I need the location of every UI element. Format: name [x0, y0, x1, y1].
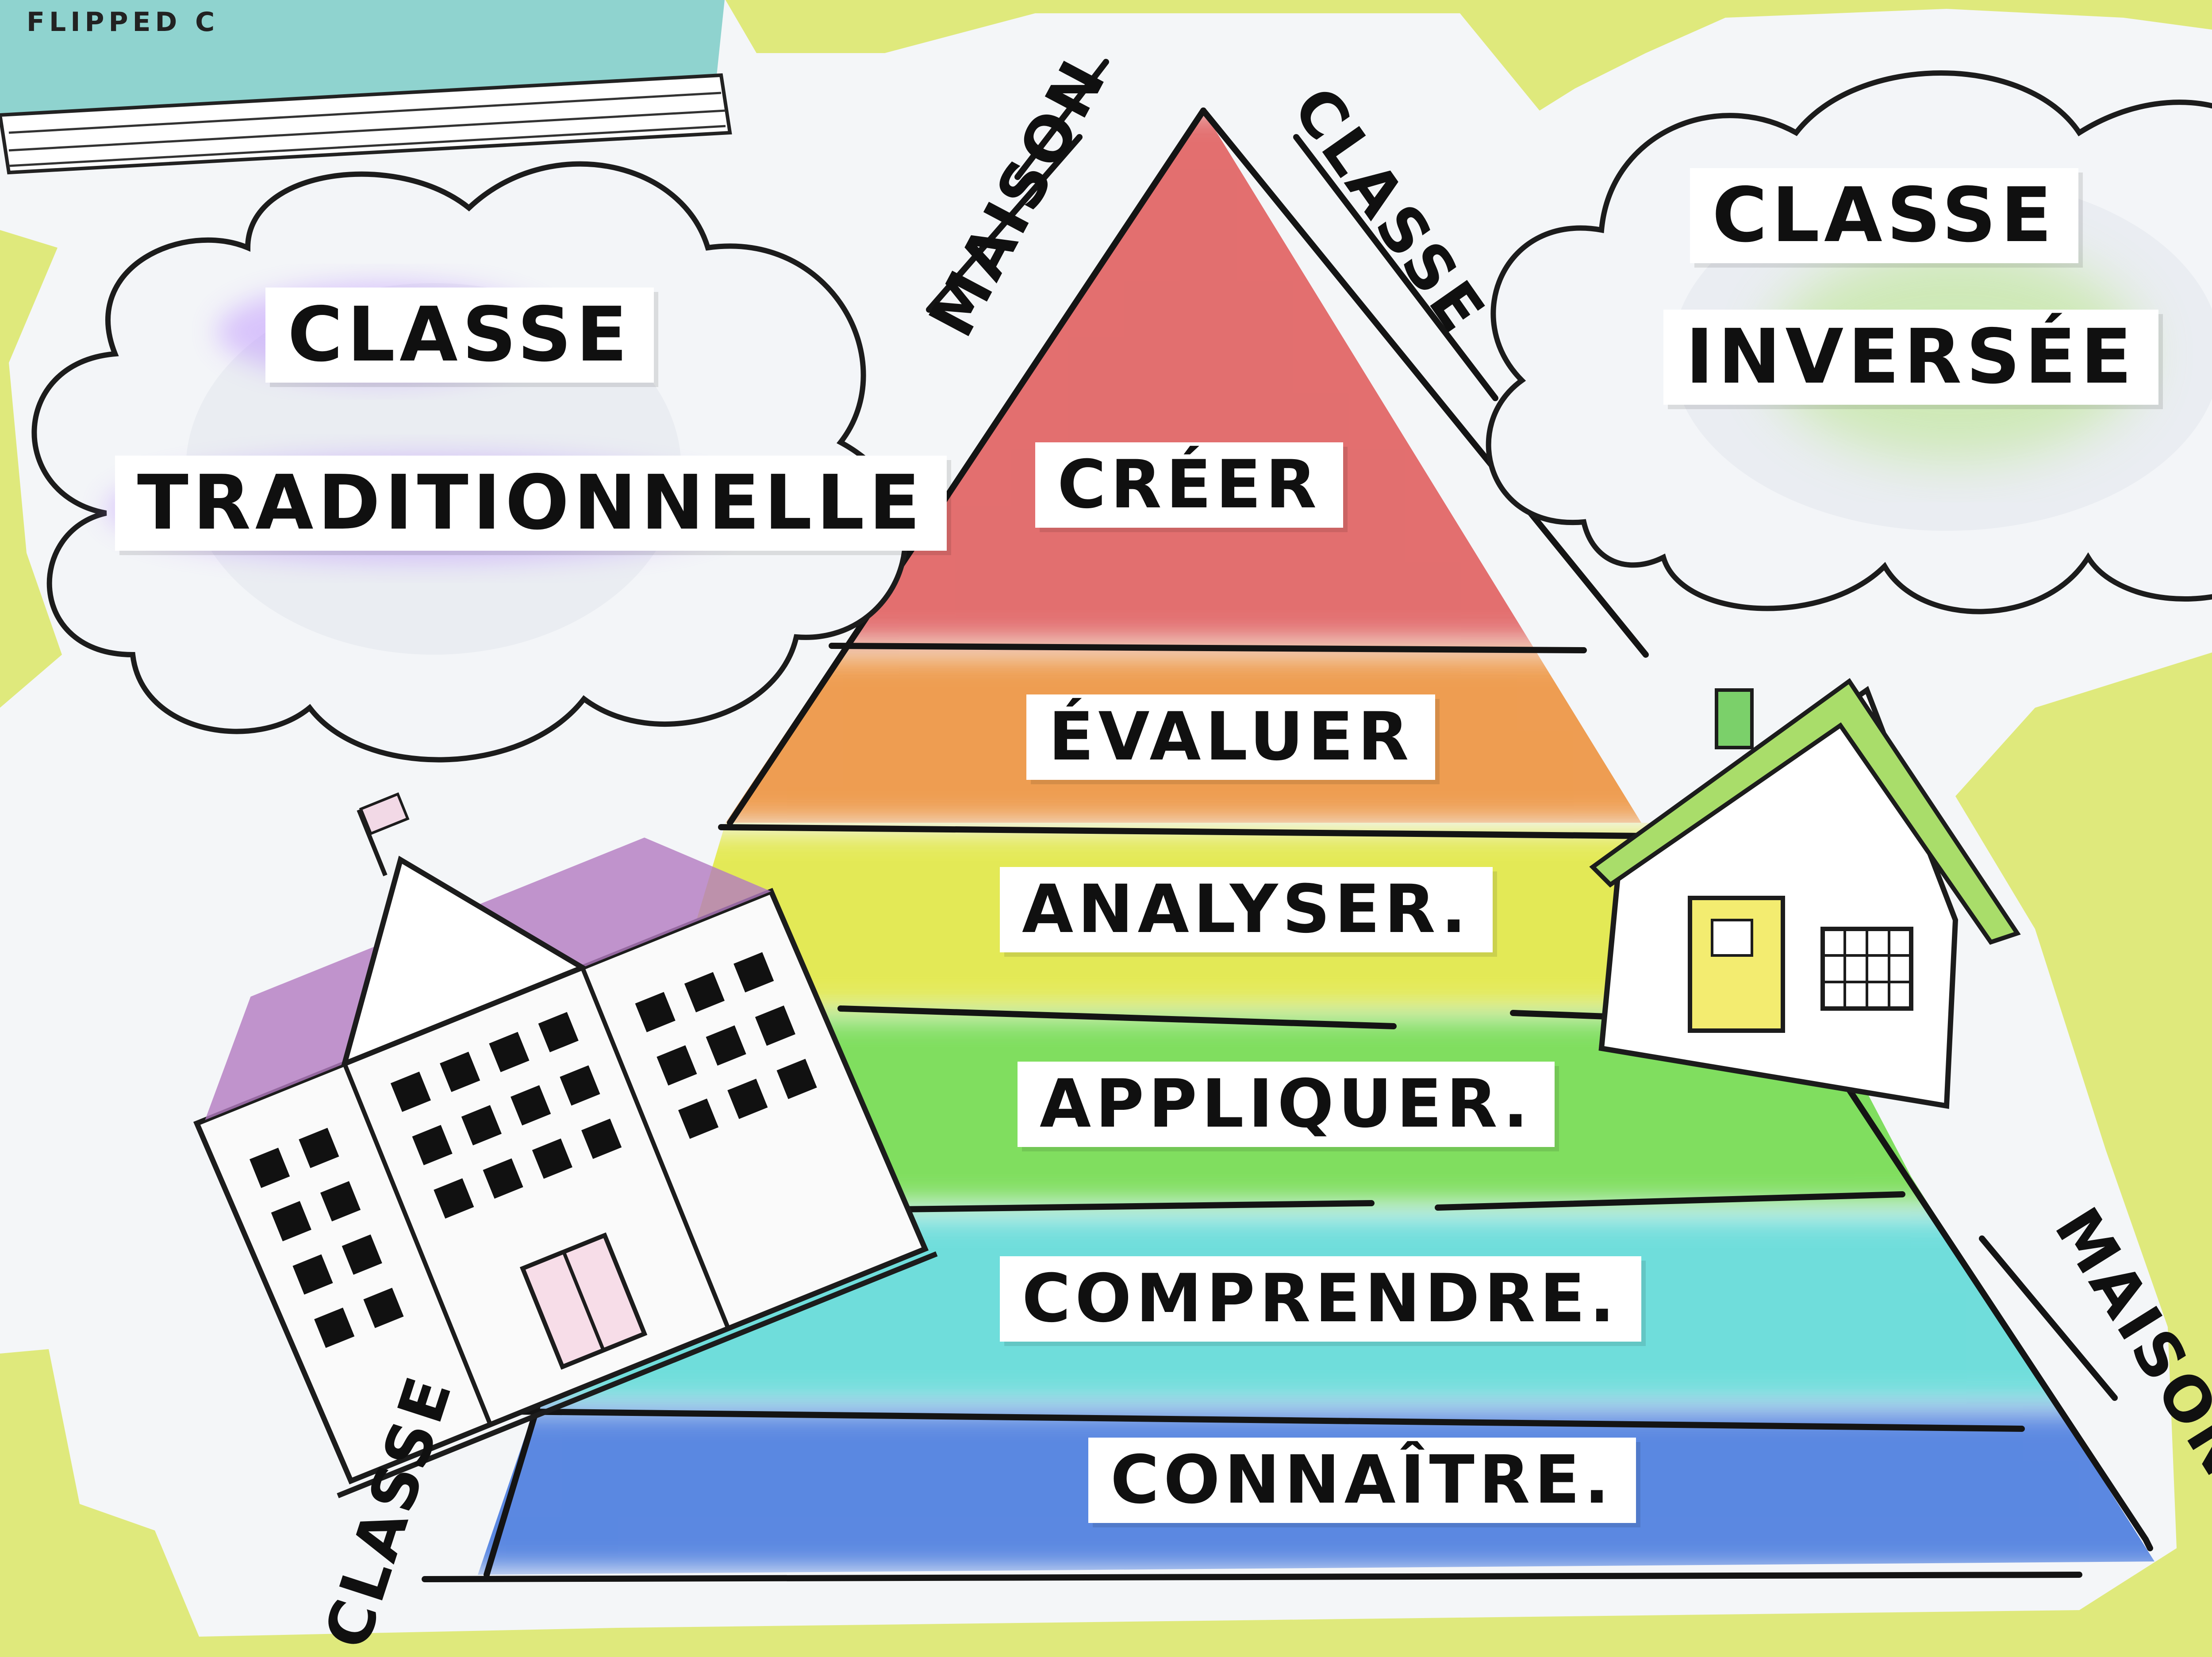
right-cloud-line1: CLASSE	[1690, 168, 2079, 263]
left-cloud-line1: CLASSE	[265, 288, 654, 383]
level-appliquer: APPLIQUER.	[1018, 1062, 1555, 1147]
level-comprendre: COMPRENDRE.	[1000, 1256, 1641, 1342]
level-creer: CRÉER	[1035, 442, 1344, 528]
level-analyser: ANALYSER.	[1000, 867, 1493, 952]
school-building-icon	[193, 792, 938, 1499]
pyramid-outline	[422, 59, 2153, 1582]
book-title: FLIPPED C	[27, 7, 219, 38]
right-cloud-line2: INVERSÉE	[1663, 310, 2158, 405]
book-icon: FLIPPED C	[0, 0, 732, 175]
level-connaitre: CONNAÎTRE.	[1088, 1438, 1636, 1523]
house-icon	[1589, 678, 2021, 1109]
left-cloud-line2: TRADITIONNELLE	[115, 456, 947, 551]
level-evaluer: ÉVALUER	[1026, 694, 1436, 780]
